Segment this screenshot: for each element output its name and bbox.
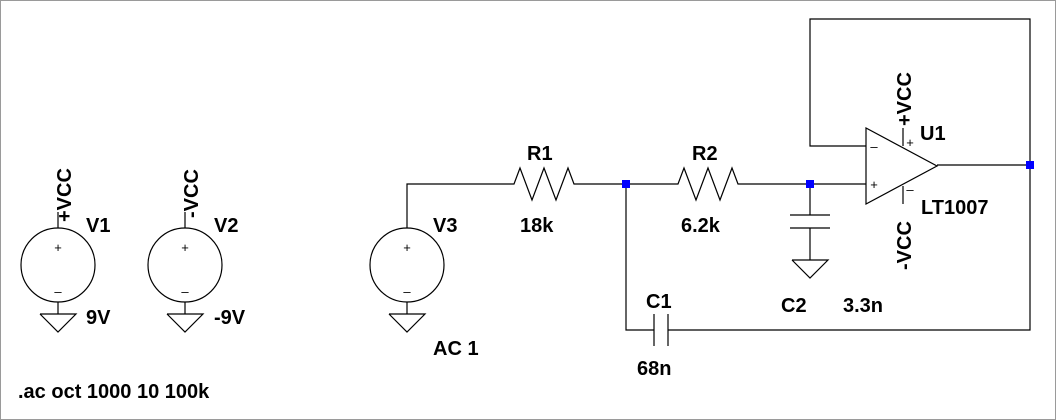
c1-name: C1 [646, 291, 672, 313]
v2-net-label: -VCC [181, 169, 203, 218]
c2-value: 3.3n [843, 295, 883, 317]
v1-value: 9V [86, 307, 111, 329]
v1-net-label: +VCC [54, 168, 76, 222]
v2-value: -9V [214, 307, 246, 329]
v2-name: V2 [214, 215, 238, 237]
v1-source[interactable]: + – [20, 212, 96, 333]
junction-node-r2c2 [806, 180, 814, 188]
r1-zigzag [508, 166, 580, 202]
v1-name: V1 [86, 215, 110, 237]
v1-minus-sign: – [54, 284, 62, 299]
v1-ground-symbol [39, 313, 78, 333]
wire-node-to-c1 [625, 184, 654, 331]
v2-ground-symbol [166, 313, 205, 333]
wire-feedback-loop [809, 18, 1031, 165]
r1-name: R1 [527, 143, 553, 165]
u1-inverting-sign: – [870, 139, 878, 154]
c2-name: C2 [781, 295, 807, 317]
spice-directive[interactable]: .ac oct 1000 10 100k [18, 381, 210, 403]
u1-bottom-net-label: -VCC [894, 221, 916, 270]
v3-source[interactable]: + – [369, 227, 445, 333]
junction-node-r1r2 [622, 180, 630, 188]
u1-noninverting-sign: + [870, 177, 878, 192]
v3-name: V3 [433, 215, 457, 237]
u1-vpos-sign: + [906, 135, 914, 150]
v2-plus-sign: + [181, 240, 189, 255]
r2-name: R2 [692, 143, 718, 165]
r1-resistor[interactable] [508, 166, 580, 202]
u1-name: U1 [920, 123, 946, 145]
u1-vneg-sign: – [906, 182, 914, 197]
v3-minus-sign: – [403, 284, 411, 299]
u1-triangle [865, 126, 939, 206]
u1-opamp[interactable]: – + + – [865, 126, 939, 206]
u1-value: LT1007 [921, 197, 988, 219]
v2-source[interactable]: + – [147, 212, 223, 333]
c1-capacitor[interactable] [653, 314, 669, 346]
wire-c1-to-output [668, 165, 1031, 331]
c2-capacitor[interactable] [790, 214, 830, 279]
v3-plus-sign: + [403, 240, 411, 255]
junction-node-output [1026, 161, 1034, 169]
u1-top-net-label: +VCC [894, 72, 916, 126]
wire-v3-to-r1 [406, 183, 508, 228]
r2-zigzag [672, 166, 742, 202]
r2-value: 6.2k [681, 215, 721, 237]
r1-value: 18k [520, 215, 554, 237]
v3-ground-symbol [388, 313, 427, 333]
c1-value: 68n [637, 358, 671, 380]
v3-value: AC 1 [433, 338, 479, 360]
v2-minus-sign: – [181, 284, 189, 299]
c2-ground-symbol [791, 259, 830, 279]
r2-resistor[interactable] [672, 166, 742, 202]
v1-plus-sign: + [54, 240, 62, 255]
